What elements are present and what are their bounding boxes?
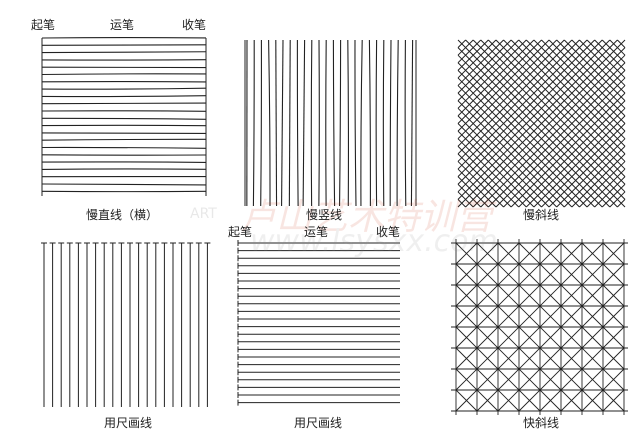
stroke-label-end: 收笔: [375, 225, 401, 239]
stroke-label-middle: 运笔: [303, 225, 329, 239]
hatch-line: [571, 39, 626, 94]
hatch-line: [275, 39, 278, 207]
hatch-line: [332, 39, 336, 207]
diagonal-line: [518, 242, 625, 349]
hatch-line: [617, 199, 626, 208]
diagonal-line: [539, 326, 625, 412]
hatch-line: [396, 39, 399, 207]
hatch-line: [41, 110, 207, 112]
hatch-line: [281, 39, 284, 207]
hatch-line: [548, 130, 626, 208]
hatch-line: [518, 100, 626, 208]
hatch-line: [41, 87, 207, 90]
hatch-line: [410, 39, 414, 207]
stroke-label-end: 收笔: [181, 18, 207, 32]
hatch-line: [41, 51, 207, 54]
hatch-line: [41, 44, 207, 46]
hatch-line: [579, 161, 626, 208]
hatch-line: [533, 39, 626, 132]
hatch-line: [288, 39, 291, 207]
hatch-line: [41, 183, 207, 186]
hatch-line: [472, 54, 626, 208]
panel-label-ruler-horizontal: 用尺画线: [293, 416, 343, 430]
hatch-line: [525, 107, 626, 208]
diagonal-line: [455, 242, 625, 412]
diagonal-line: [476, 242, 625, 391]
hatch-line: [495, 77, 626, 208]
hatch-line: [609, 191, 626, 208]
hatch-line: [41, 102, 207, 105]
hatch-line: [480, 62, 626, 208]
diagonal-line: [602, 242, 625, 265]
hatch-line: [360, 39, 363, 207]
hatch-line: [480, 39, 626, 185]
hatch-line: [541, 39, 626, 124]
hatch-line: [41, 168, 207, 170]
panel-label-slow-diagonal: 慢斜线: [522, 208, 560, 222]
hatch-line: [586, 39, 626, 79]
hatch-line: [268, 39, 271, 207]
hatch-line: [41, 73, 207, 76]
hatch-line: [457, 39, 626, 208]
hatch-line: [594, 39, 626, 71]
hatch-line: [503, 39, 626, 162]
hatch-line: [601, 39, 626, 64]
hatch-line: [347, 39, 349, 207]
diagonal-line: [560, 242, 625, 307]
hatch-line: [579, 39, 626, 86]
hatch-line: [354, 39, 357, 207]
hatch-line: [296, 39, 299, 207]
hatch-line: [302, 39, 306, 207]
panel-label-ruler-vertical: 用尺画线: [103, 416, 153, 430]
hatch-line: [368, 39, 371, 207]
panel-label-fast-diagonal: 快斜线: [522, 416, 560, 430]
hatch-line: [41, 117, 207, 120]
hatch-line: [389, 39, 392, 207]
hatch-line: [41, 146, 207, 149]
diagonal-line: [581, 242, 625, 286]
hatch-line: [556, 39, 626, 109]
hatch-line: [601, 183, 626, 208]
diagonal-line: [518, 305, 625, 412]
stroke-label-middle: 运笔: [109, 18, 135, 32]
hatch-line: [571, 153, 626, 208]
stroke-label-start: 起笔: [30, 18, 56, 32]
hatch-line: [541, 123, 626, 208]
diagonal-line: [476, 263, 625, 412]
hatch-line: [556, 138, 626, 208]
hatch-line: [503, 85, 626, 208]
diagonal-line: [560, 347, 625, 412]
hatch-line: [310, 39, 313, 207]
hatch-line: [41, 138, 207, 141]
hatch-line: [533, 115, 626, 208]
hatch-line: [525, 39, 626, 140]
hatch-line: [594, 176, 626, 208]
hatch-line: [495, 39, 626, 170]
hatch-line: [472, 39, 626, 193]
hatch-line: [404, 39, 407, 207]
hatch-line: [586, 168, 626, 208]
panel-label-slow-vertical: 慢竖线: [305, 208, 343, 222]
diagonal-line: [539, 242, 625, 328]
hatch-line: [609, 39, 626, 56]
hatch-line: [548, 39, 626, 117]
hatch-line: [563, 39, 626, 102]
panel-label-slow-horizontal: 慢直线（横）: [85, 208, 159, 222]
hatch-line: [563, 145, 626, 208]
diagonal-line: [602, 389, 625, 412]
hatch-line: [260, 39, 262, 207]
hatch-line: [518, 39, 626, 147]
hatch-line: [41, 132, 207, 134]
hatch-line: [617, 39, 626, 48]
hatch-line: [339, 39, 342, 207]
diagonal-line: [581, 368, 625, 412]
hatch-line: [41, 95, 207, 98]
stroke-label-start: 起笔: [227, 225, 253, 239]
hatch-line: [252, 39, 255, 207]
